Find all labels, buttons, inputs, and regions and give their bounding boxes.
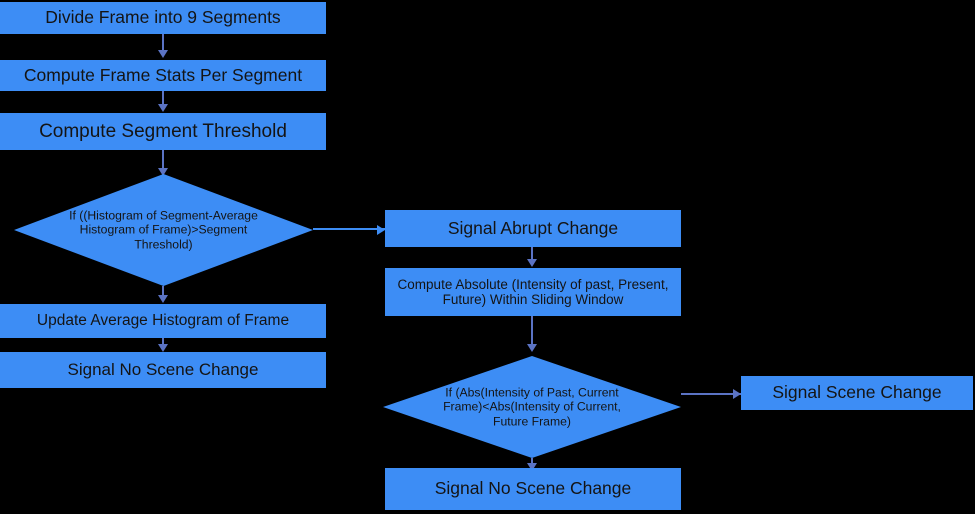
arrowhead-decision-to-abrupt bbox=[377, 225, 385, 235]
arrowhead-threshold-to-decision bbox=[158, 168, 168, 176]
node-update-average-histogram[interactable]: Update Average Histogram of Frame bbox=[0, 304, 326, 338]
node-signal-scene-change[interactable]: Signal Scene Change bbox=[741, 376, 973, 410]
node-decision-histogram-label: If ((Histogram of Segment-Average Histog… bbox=[69, 208, 258, 252]
node-decision-intensity-label: If (Abs(Intensity of Past, Current Frame… bbox=[443, 385, 621, 429]
node-compute-frame-stats[interactable]: Compute Frame Stats Per Segment bbox=[0, 60, 326, 91]
node-decision-intensity[interactable]: If (Abs(Intensity of Past, Current Frame… bbox=[383, 356, 681, 458]
connector-update-to-no-change bbox=[162, 338, 164, 348]
node-divide-frame[interactable]: Divide Frame into 9 Segments bbox=[0, 2, 326, 34]
arrowhead-decision-to-bottom-no-change bbox=[527, 463, 537, 471]
node-compute-absolute-intensity[interactable]: Compute Absolute (Intensity of past, Pre… bbox=[385, 268, 681, 316]
arrowhead-decision-to-scene-change bbox=[733, 389, 741, 399]
arrowhead-abrupt-to-absolute bbox=[527, 259, 537, 267]
connector-divide-to-stats bbox=[162, 34, 164, 52]
connector-absolute-to-decision bbox=[531, 316, 533, 348]
node-decision-histogram[interactable]: If ((Histogram of Segment-Average Histog… bbox=[14, 174, 313, 286]
node-compute-segment-threshold[interactable]: Compute Segment Threshold bbox=[0, 113, 326, 150]
node-signal-no-scene-change-bottom[interactable]: Signal No Scene Change bbox=[385, 468, 681, 510]
arrowhead-absolute-to-decision bbox=[527, 344, 537, 352]
connector-abrupt-to-absolute bbox=[531, 247, 533, 262]
connector-decision-to-abrupt bbox=[313, 228, 385, 230]
connector-threshold-to-decision bbox=[162, 150, 164, 170]
arrowhead-update-to-no-change bbox=[158, 344, 168, 352]
node-signal-abrupt-change[interactable]: Signal Abrupt Change bbox=[385, 210, 681, 247]
connector-stats-to-threshold bbox=[162, 91, 164, 106]
node-signal-no-scene-change-left[interactable]: Signal No Scene Change bbox=[0, 352, 326, 388]
arrowhead-divide-to-stats bbox=[158, 50, 168, 58]
connector-decision-to-update bbox=[162, 286, 164, 300]
connector-decision-to-scene-change bbox=[681, 393, 741, 395]
arrowhead-stats-to-threshold bbox=[158, 104, 168, 112]
arrowhead-decision-to-update bbox=[158, 295, 168, 303]
